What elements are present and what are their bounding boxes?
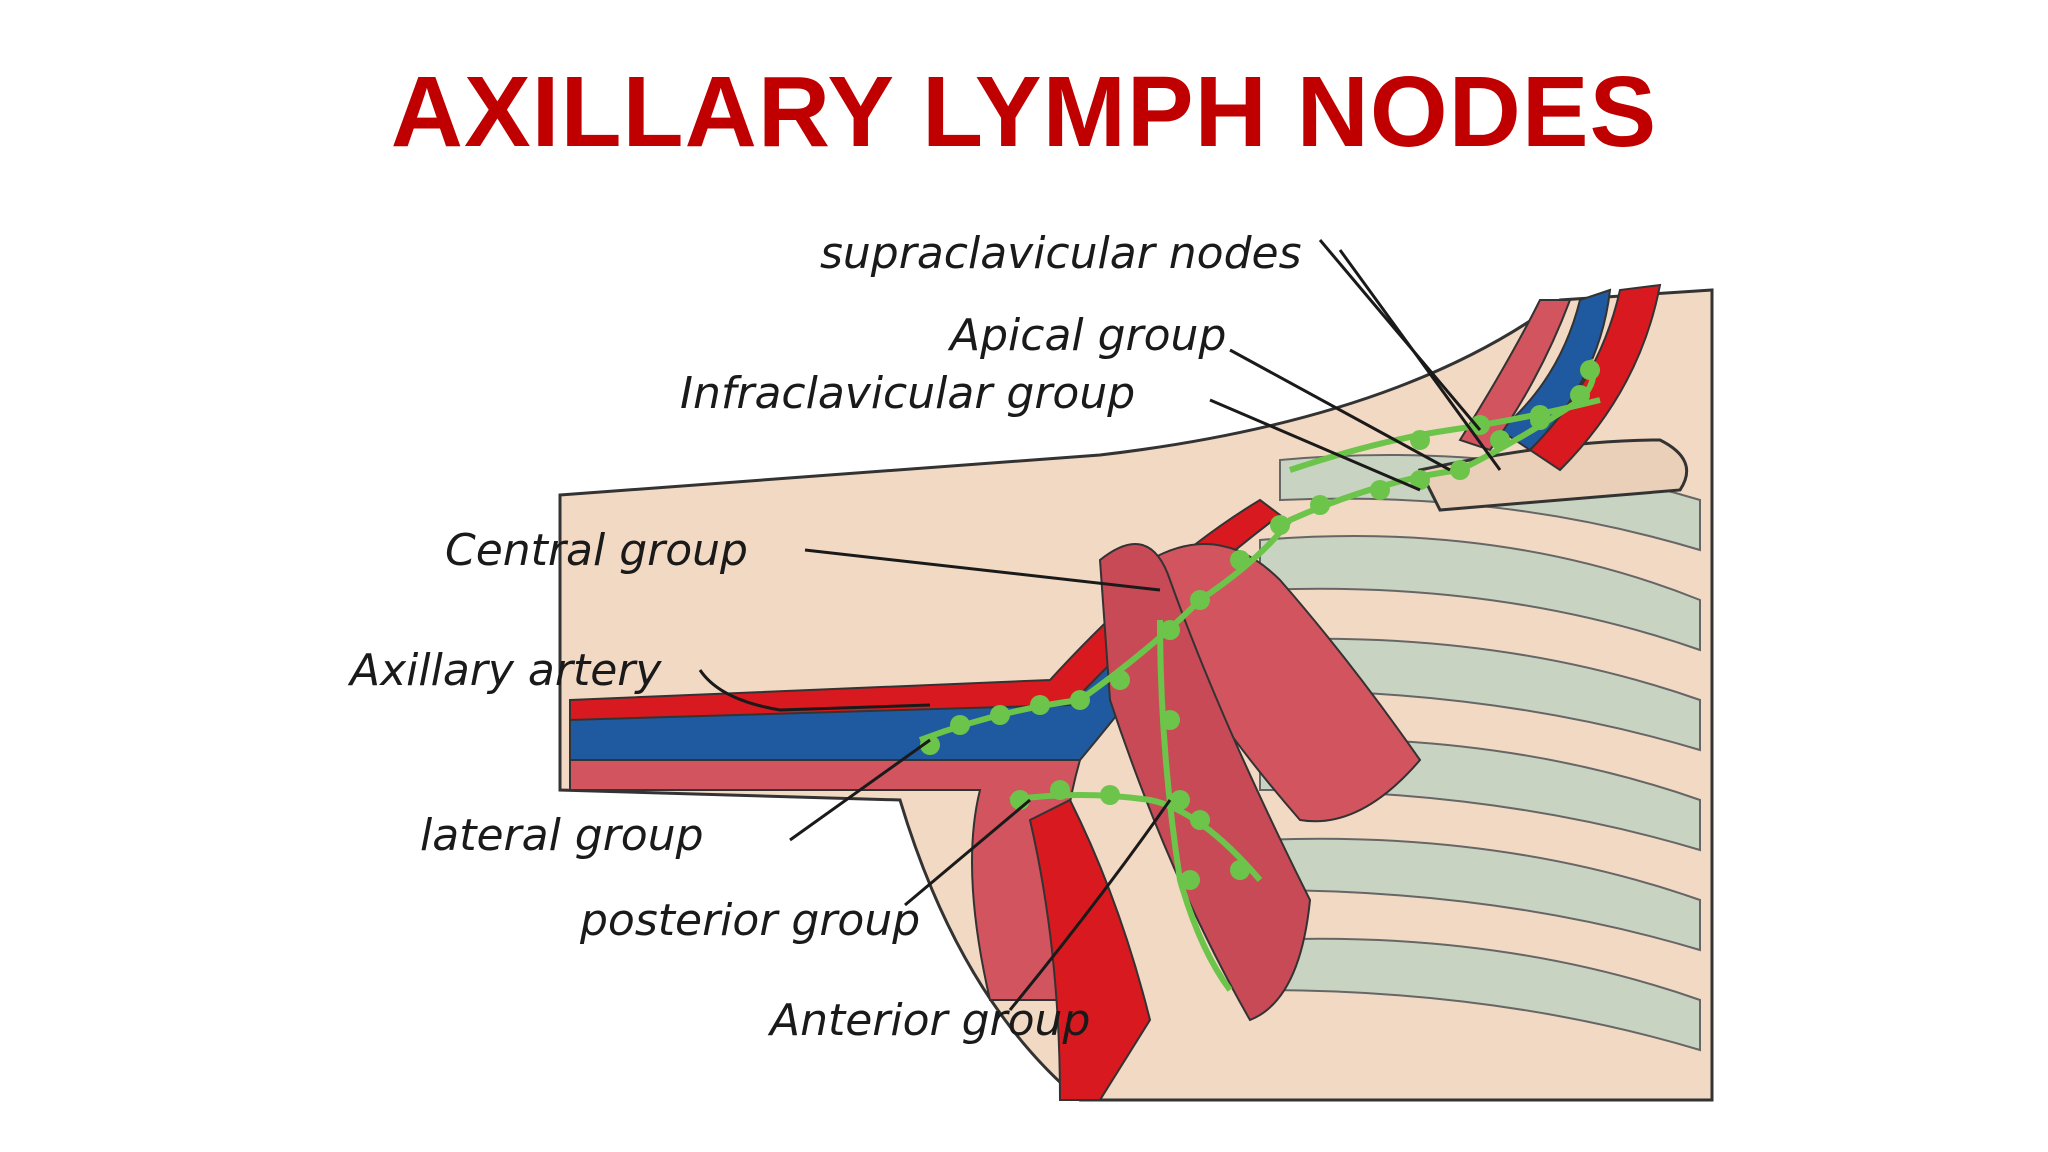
label-posterior: posterior group: [579, 895, 920, 946]
pectoral-muscles: [1028, 543, 1422, 1101]
slide-title: AXILLARY LYMPH NODES: [390, 56, 1658, 168]
label-lateral: lateral group: [420, 810, 704, 861]
label-apical: Apical group: [947, 310, 1226, 361]
label-supraclavicular: supraclavicular nodes: [820, 228, 1302, 279]
label-axillary-artery: Axillary artery: [347, 645, 662, 696]
lymph-nodes: [920, 360, 1600, 890]
illustration: [558, 283, 1714, 1102]
label-central: Central group: [445, 525, 748, 576]
label-anterior: Anterior group: [767, 995, 1090, 1046]
leader-lines: [698, 239, 1502, 1011]
label-infraclavicular: Infraclavicular group: [680, 368, 1135, 419]
